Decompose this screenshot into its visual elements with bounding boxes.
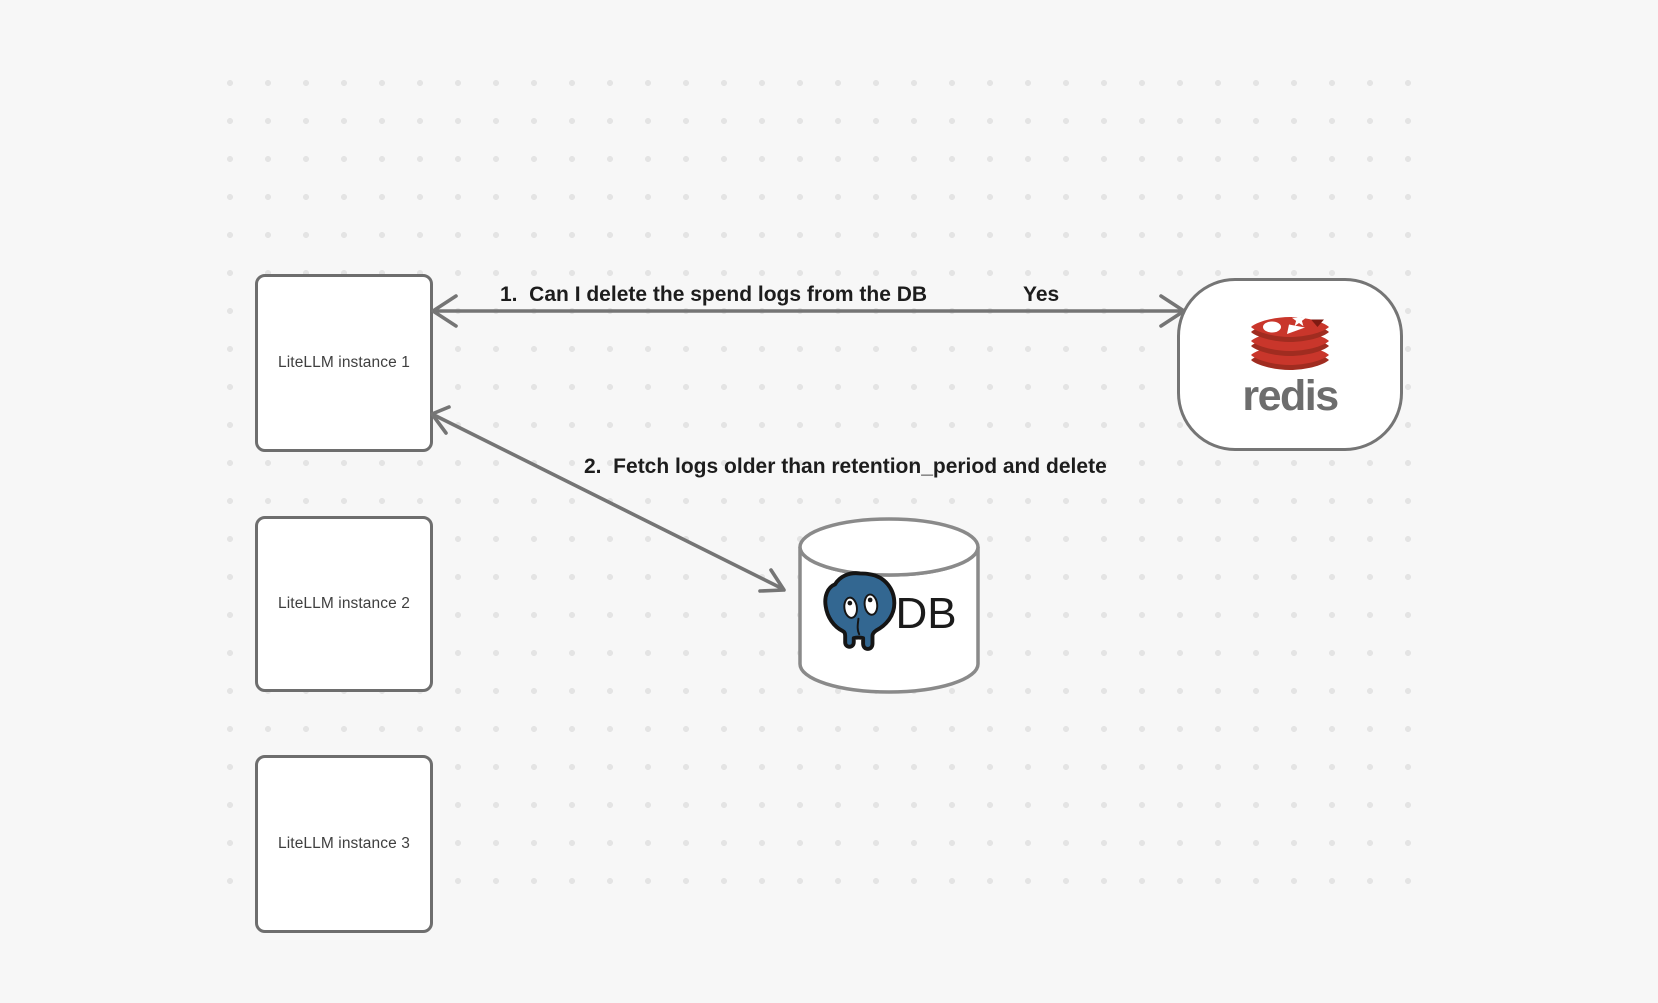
- litellm-instance-1-label: LiteLLM instance 1: [278, 354, 410, 371]
- edge2-arrow[interactable]: [420, 398, 800, 603]
- db-node-content: DB: [794, 568, 984, 660]
- litellm-instance-3-node[interactable]: LiteLLM instance 3: [255, 755, 433, 933]
- edge1-reply-label[interactable]: Yes: [1023, 283, 1060, 306]
- db-label: DB: [895, 589, 957, 638]
- litellm-instance-1-node[interactable]: LiteLLM instance 1: [255, 274, 433, 452]
- edge2-label[interactable]: 2. Fetch logs older than retention_perio…: [584, 455, 1107, 478]
- postgresql-elephant-icon: [823, 571, 897, 651]
- redis-wordmark: redis: [1242, 372, 1339, 420]
- edge1-label[interactable]: 1. Can I delete the spend logs from the …: [500, 283, 928, 306]
- litellm-instance-3-label: LiteLLM instance 3: [278, 835, 410, 852]
- litellm-instance-2-node[interactable]: LiteLLM instance 2: [255, 516, 433, 692]
- redis-stack-icon: [1251, 312, 1329, 370]
- redis-node[interactable]: redis: [1177, 278, 1403, 451]
- litellm-instance-2-label: LiteLLM instance 2: [278, 595, 410, 612]
